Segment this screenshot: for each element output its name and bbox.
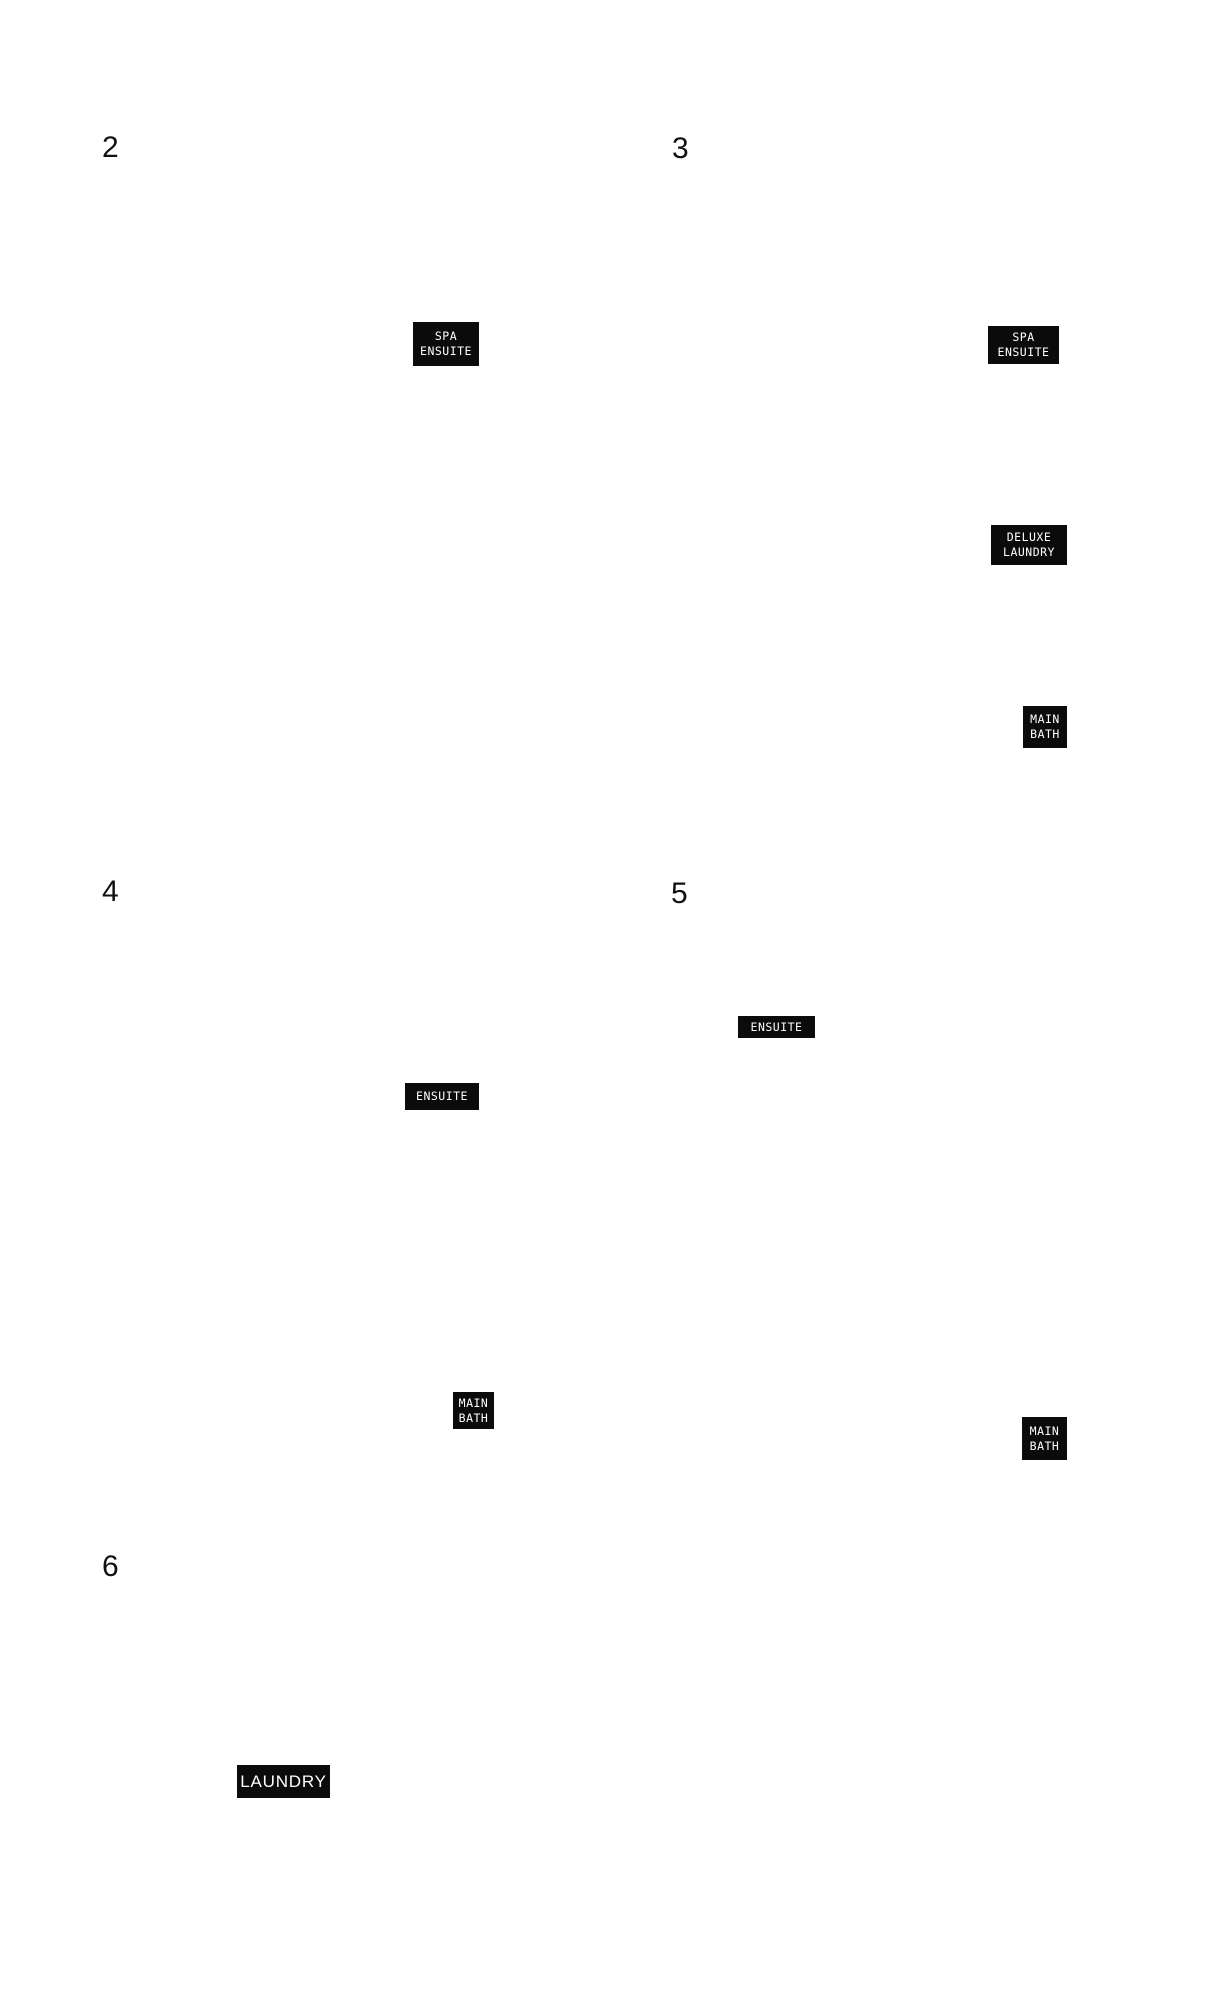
panel-number-4: 4 xyxy=(102,875,119,908)
room-tag-line: MAIN xyxy=(1029,1423,1060,1438)
room-tag-laundry: LAUNDRY xyxy=(237,1765,330,1798)
room-tag-main-bath: MAIN BATH xyxy=(1023,706,1067,748)
room-tag-line: LAUNDRY xyxy=(240,1772,327,1791)
room-tag-line: SPA xyxy=(434,329,458,343)
panel-number-5: 5 xyxy=(671,877,688,910)
room-tag-spa-ensuite: SPA ENSUITE xyxy=(988,326,1059,364)
room-tag-line: BATH xyxy=(458,1410,489,1425)
room-tag-main-bath: MAIN BATH xyxy=(453,1392,494,1429)
room-tag-deluxe-laundry: DELUXE LAUNDRY xyxy=(991,525,1067,565)
room-tag-line: ENSUITE xyxy=(416,1089,468,1103)
room-tag-main-bath: MAIN BATH xyxy=(1022,1417,1067,1460)
room-tag-line: MAIN xyxy=(458,1395,489,1410)
room-tag-line: LAUNDRY xyxy=(1003,545,1055,559)
room-tag-ensuite: ENSUITE xyxy=(738,1016,815,1038)
room-tag-line: MAIN xyxy=(1030,712,1060,726)
panel-number-6: 6 xyxy=(102,1550,119,1583)
room-tag-line: ENSUITE xyxy=(420,344,472,358)
room-tag-line: SPA xyxy=(1012,330,1035,344)
panel-number-2: 2 xyxy=(102,131,119,164)
room-tag-line: ENSUITE xyxy=(750,1019,803,1034)
room-tag-line: ENSUITE xyxy=(997,345,1050,359)
room-tag-ensuite: ENSUITE xyxy=(405,1083,479,1110)
room-tag-line: BATH xyxy=(1029,1438,1060,1453)
room-tag-line: DELUXE xyxy=(1006,530,1052,544)
room-tag-spa-ensuite: SPA ENSUITE xyxy=(413,322,479,366)
panel-number-3: 3 xyxy=(672,132,689,165)
room-tag-line: BATH xyxy=(1030,727,1060,741)
